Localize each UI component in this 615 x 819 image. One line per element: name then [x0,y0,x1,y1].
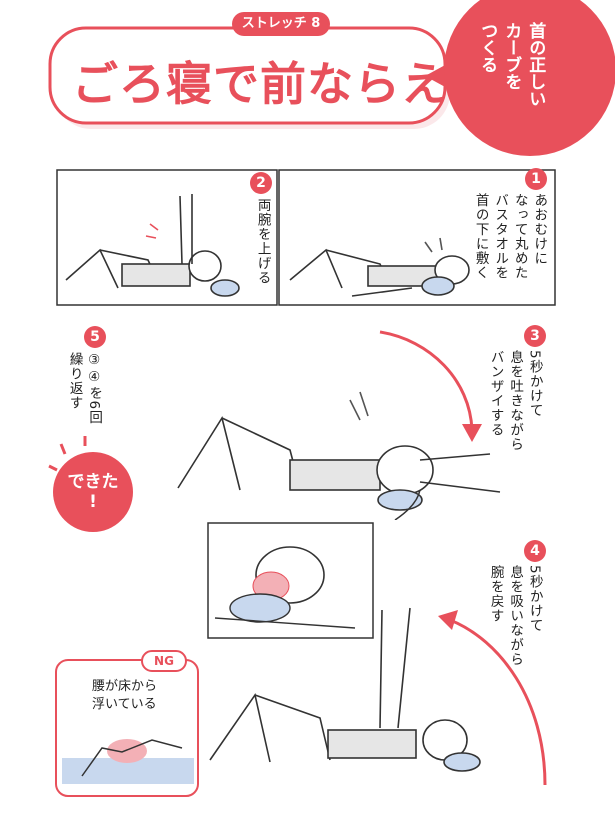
step1-figure-illustration [289,237,470,297]
step-1-line: なって丸めた [511,193,528,280]
step-3-line: バンザイする [487,350,504,437]
step-5-number: 5 [84,326,106,348]
step-5-text: ③④を6回 繰り返す [64,352,103,432]
step-3-text: 5秒かけて 息を吐きながら バンザイする [485,350,544,460]
done-badge-text: できた ! [53,472,133,512]
step-4-text: 5秒かけて 息を吸いながら 腕を戻す [485,565,544,675]
step-1-text: あおむけに なって丸めた バスタオルを 首の下に敷く [470,193,548,301]
step-1-number: 1 [525,168,547,190]
step-3-number: 3 [524,325,546,347]
step-4-number: 4 [524,540,546,562]
ng-line: 腰が床から [92,679,158,694]
badge-line: カーブを [501,22,522,90]
ng-line: 浮いている [92,697,157,712]
step-1-line: 首の下に敷く [472,193,489,280]
page-title: ごろ寝で前ならえ [72,57,448,111]
neck-closeup-inset [207,522,374,639]
done-badge-line: ! [89,492,97,512]
step-4-line: 5秒かけて [526,565,543,633]
badge-line: 首の正しい [525,22,546,107]
step-3-line: 5秒かけて [526,350,543,418]
step-5-line: ③④を6回 [86,352,103,425]
step-3-line: 息を吐きながら [507,350,524,452]
ng-text: 腰が床から 浮いている [92,678,157,714]
done-badge [48,436,133,532]
badge-circle [444,0,615,156]
step-5-line: 繰り返す [66,352,83,410]
step-4-line: 息を吸いながら [507,565,524,667]
badge-line: つくる [477,22,498,73]
step2-figure-illustration [65,194,240,297]
ng-label: NG [154,654,174,668]
step-1-line: バスタオルを [492,193,509,280]
step-2-text: 両腕を上げる [254,198,271,285]
step-2-number: 2 [250,172,272,194]
step4-illustration [209,607,547,786]
header-frame [48,12,450,129]
ng-box [55,650,199,797]
top-panels [56,169,556,306]
step-1-line: あおむけに [531,193,548,266]
done-badge-line: できた [67,472,119,492]
step-4-line: 腕を戻す [487,565,504,623]
step3-illustration [177,330,501,520]
stretch-number-tag: ストレッチ 8 [241,16,321,31]
header-badge-text: 首の正しい カーブを つくる [476,22,546,142]
